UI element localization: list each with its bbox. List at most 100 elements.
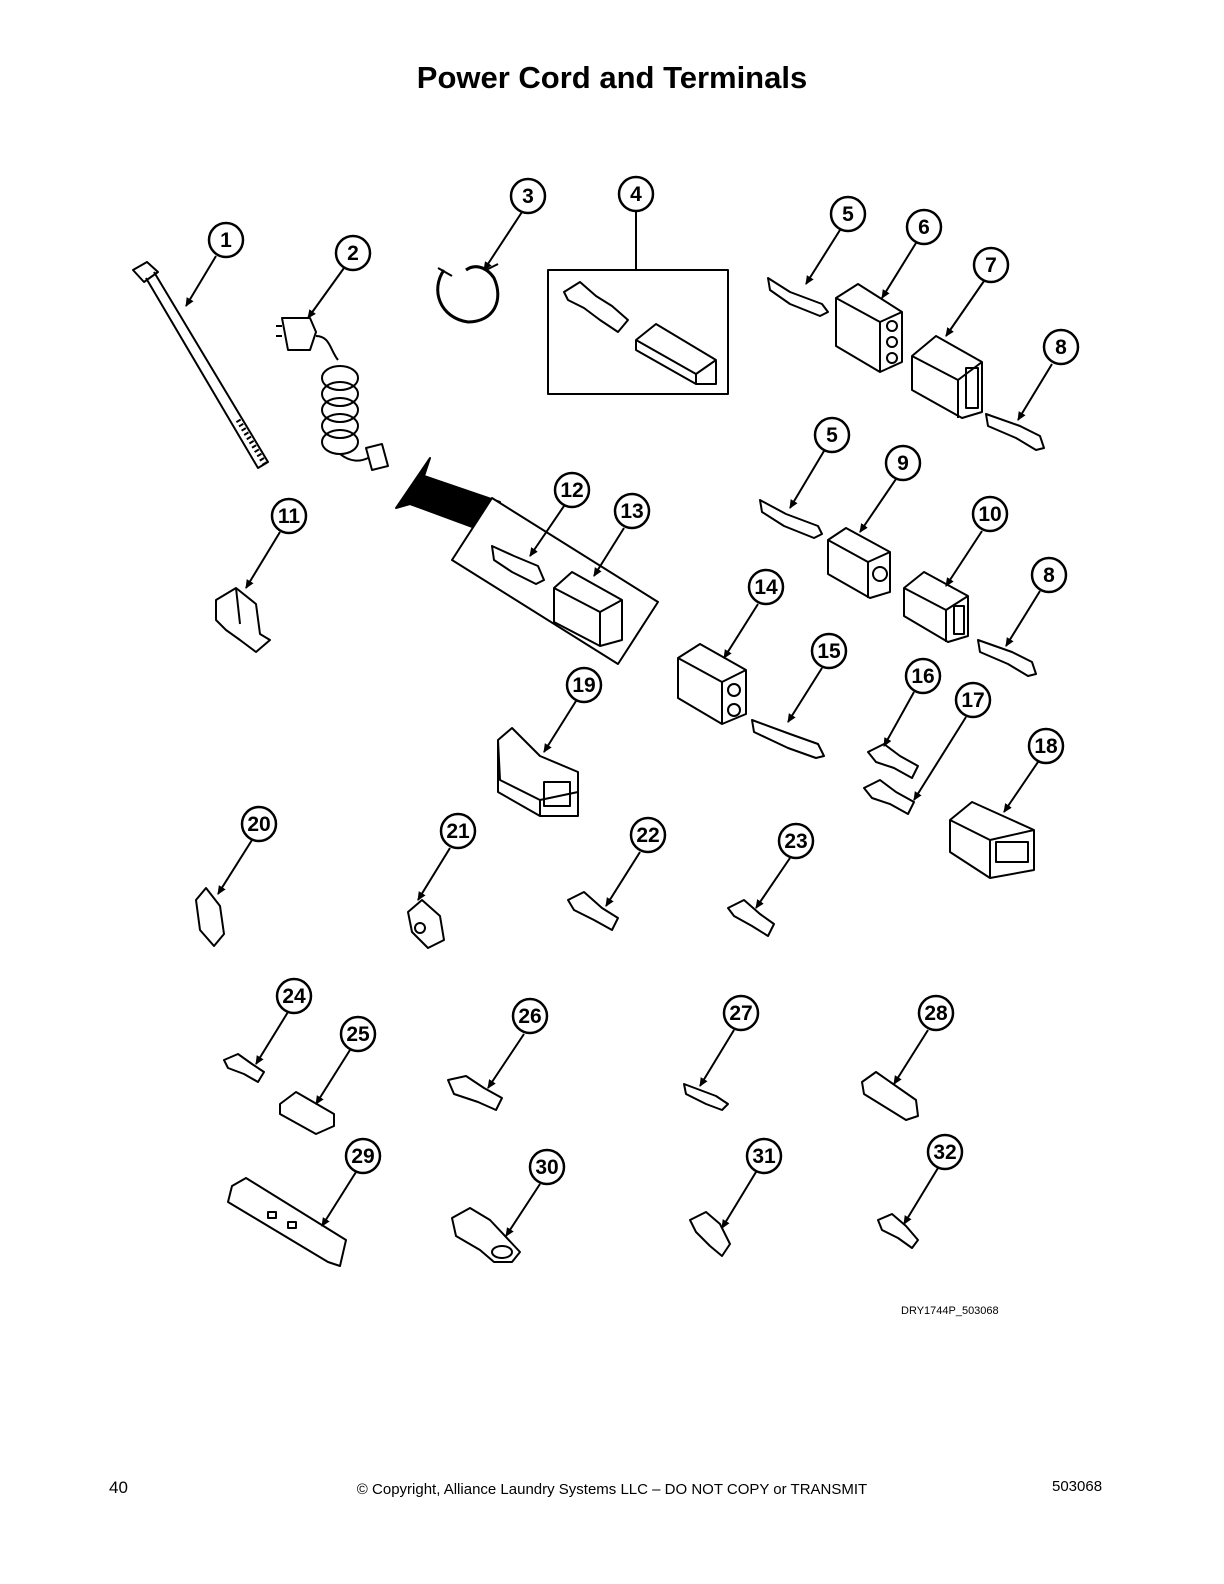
terminal-part-24 (223, 1053, 265, 1083)
callout-circle (528, 1148, 566, 1186)
housing-part-18 (949, 801, 1035, 879)
callout-circle (207, 221, 245, 259)
terminal-part-26 (447, 1075, 503, 1111)
part-4-housing (635, 323, 717, 385)
callout-circle (439, 812, 477, 850)
callout-number: 22 (636, 824, 659, 847)
callout-number: 1 (220, 229, 232, 252)
callout-number: 28 (924, 1002, 948, 1025)
pin-terminal-part-b (759, 499, 823, 539)
callout-circle (334, 234, 372, 272)
callout-number: 19 (572, 674, 595, 697)
clamp-part (436, 263, 500, 324)
callout-circle (1030, 556, 1068, 594)
callout-circle (747, 568, 785, 606)
callout-number: 10 (978, 503, 1001, 526)
housing-part-19 (497, 727, 579, 817)
callout-circle (511, 997, 549, 1035)
callout-circle (972, 246, 1010, 284)
copyright-notice: © Copyright, Alliance Laundry Systems LL… (356, 1481, 868, 1498)
callout-number: 16 (911, 665, 934, 688)
callout-circle (810, 632, 848, 670)
callout-number: 24 (282, 985, 306, 1008)
callout-circle (722, 994, 760, 1032)
pin-terminal-part-8a (985, 413, 1045, 451)
pin-terminal-part-a (767, 277, 829, 317)
callout-circle (971, 495, 1009, 533)
terminal-part-22 (567, 891, 619, 931)
terminal-part-32 (877, 1213, 919, 1249)
leader-lines (185, 211, 1053, 1237)
callout-circle (905, 208, 943, 246)
callout-circle (954, 681, 992, 719)
callout-number: 7 (985, 254, 997, 277)
callout-circle (1042, 328, 1080, 366)
page-title: Power Cord and Terminals (416, 60, 808, 95)
callout-number: 27 (729, 1002, 752, 1025)
terminal-part-31 (689, 1211, 731, 1257)
callout-number: 20 (247, 813, 270, 836)
cable-tie-part (132, 261, 269, 469)
callout-number: 11 (278, 505, 301, 528)
terminal-part-17 (863, 779, 915, 815)
pin-part-15 (751, 719, 825, 759)
terminal-part-12 (491, 545, 545, 585)
callout-number: 15 (817, 640, 841, 663)
callout-number: 14 (754, 576, 778, 599)
document-number: 503068 (1052, 1478, 1103, 1495)
connector-part-7 (911, 335, 983, 419)
callout-circle (813, 416, 851, 454)
callout-circle (884, 444, 922, 482)
callout-circle (917, 994, 955, 1032)
page-number: 40 (109, 1478, 128, 1497)
callout-number: 5 (842, 203, 854, 226)
callout-number: 8 (1055, 336, 1067, 359)
clip-part-21 (407, 899, 445, 949)
housing-part-13 (553, 571, 623, 647)
connector-part-6 (835, 283, 903, 373)
callout-number: 23 (784, 830, 807, 853)
callout-number: 4 (630, 183, 642, 206)
callout-circle (926, 1133, 964, 1171)
callout-circle (629, 816, 667, 854)
callout-circle (509, 177, 547, 215)
callout-number: 29 (351, 1145, 374, 1168)
callout-circle (904, 657, 942, 695)
terminal-part-23 (727, 899, 775, 937)
callout-circle (344, 1137, 382, 1175)
callout-number: 13 (620, 500, 643, 523)
callout-number: 17 (961, 689, 984, 712)
terminal-part-16 (867, 743, 919, 779)
terminal-part-27 (683, 1083, 729, 1111)
pin-terminal-part-8b (977, 639, 1037, 677)
callout-number: 32 (933, 1141, 956, 1164)
callout-circle (270, 497, 308, 535)
callout-number: 9 (897, 452, 909, 475)
callout-circle (829, 195, 867, 233)
callout-circle (240, 805, 278, 843)
callout-number: 18 (1034, 735, 1058, 758)
callout-number: 2 (347, 242, 359, 265)
callout-circle (275, 977, 313, 1015)
callout-number: 21 (446, 820, 470, 843)
drawing-id: DRY1744P_503068 (901, 1305, 999, 1317)
sleeve-part-29 (227, 1177, 347, 1267)
clip-part-20 (195, 887, 225, 947)
callout-circle (1027, 727, 1065, 765)
power-cord-part (276, 317, 389, 471)
callout-circle (777, 822, 815, 860)
callout-number: 31 (752, 1145, 776, 1168)
callout-circle (617, 175, 655, 213)
part-4-terminal (563, 281, 629, 333)
connector-part-9 (827, 527, 891, 599)
callout-circle (565, 666, 603, 704)
callout-number: 8 (1043, 564, 1055, 587)
callout-circle (745, 1137, 783, 1175)
callout-number: 3 (522, 185, 534, 208)
clip-part-11 (215, 587, 271, 653)
callout-number: 6 (918, 216, 930, 239)
callout-number: 25 (346, 1023, 370, 1046)
callout-number: 5 (826, 424, 838, 447)
